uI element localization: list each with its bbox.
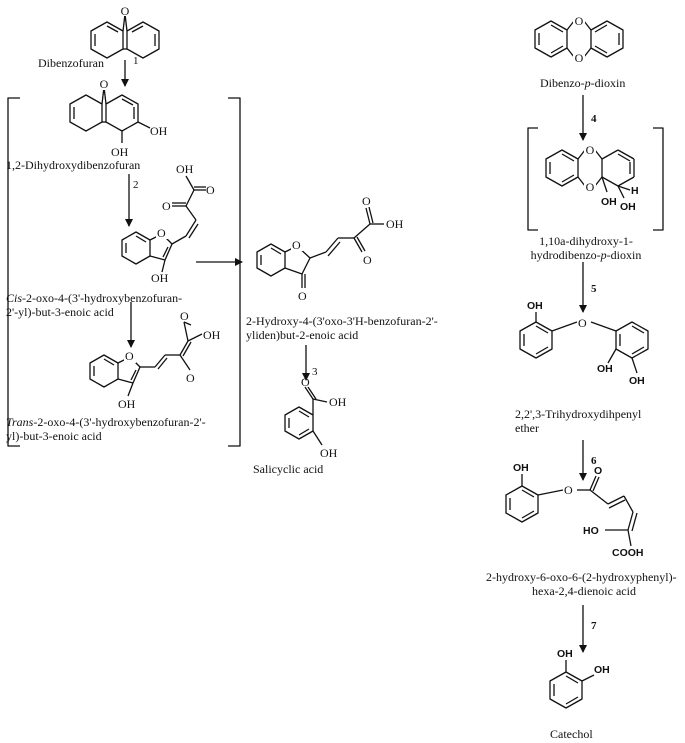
trans-o-keto-label: O: [186, 371, 195, 385]
salicylic-acid-label: Salicyclic acid: [253, 462, 324, 476]
trihydroxy-line2: ether: [515, 421, 539, 435]
dihydroxydibenzofuran-o-label: O: [100, 77, 109, 91]
trans-line1: -2-oxo-4-(3'-hydroxybenzofuran-2'-: [33, 415, 206, 429]
trans-prefix: Trans: [6, 415, 34, 429]
cis-line1: -2-oxo-4-(3'-hydroxybenzofuran-: [22, 291, 183, 305]
dioxin-name-part1: Dibenzo-: [540, 76, 585, 90]
mid-o-acid-label: O: [362, 194, 371, 208]
ether-oh-top-label: OH: [527, 300, 543, 312]
dienoic-line1: 2-hydroxy-6-oxo-6-(2-hydroxyphenyl)-: [486, 570, 677, 584]
dioxin-o-top-label: O: [575, 14, 584, 28]
dihydrodiol-oh1-label: OH: [601, 196, 617, 208]
dibenzofuran-o-label: O: [121, 4, 130, 18]
catechol-structure: [549, 660, 595, 709]
salicylic-oh-label: OH: [320, 446, 338, 460]
dihydrodiol-p: p: [600, 248, 607, 262]
cis-ring-o-label: O: [157, 226, 166, 240]
dihydroxydibenzofuran-oh2-label: OH: [150, 124, 168, 138]
dihydroxydibenzofuran-label: 1,2-Dihydroxydibenzofuran: [6, 158, 141, 172]
trihydroxydiphenyl-ether-label: 2,2',3-Trihydroxydihpenyl ether: [515, 407, 641, 435]
dihydrodiol-label: 1,10a-dihydroxy-1- hydrodibenzo-p-dioxin: [520, 234, 652, 262]
trihydroxydiphenyl-ether-structure: [519, 312, 649, 374]
atom-labels: O O OH OH OH O O O OH O OH O O OH O OH O…: [98, 4, 645, 676]
salicylic-acid-structure: [284, 386, 328, 446]
dihydroxydibenzofuran-oh1-label: OH: [111, 145, 129, 159]
trans-oh-label: OH: [118, 397, 136, 411]
left-bracket-open: [7, 97, 20, 447]
dienoic-o-keto-label: O: [594, 465, 602, 477]
ether-oh2-label: OH: [629, 375, 645, 387]
dibenzofuran-structure: [90, 13, 160, 59]
trans-ring-o-label: O: [125, 349, 134, 363]
dihydrodiol-line1: 1,10a-dihydroxy-1-: [539, 234, 633, 248]
step-6-label: 6: [591, 455, 597, 467]
step-3-label: 3: [312, 366, 318, 378]
dibenzo-p-dioxin-structure: [534, 20, 624, 58]
step-4-label: 4: [591, 113, 597, 125]
dihydrodiol-structure: [545, 149, 635, 199]
benzofuranyliden-acid-label: 2-Hydroxy-4-(3'oxo-3'H-benzofuran-2'-yli…: [246, 314, 438, 342]
salicylic-o-label: O: [301, 375, 310, 389]
step-7-label: 7: [591, 620, 597, 632]
dibenzofuran-label: Dibenzofuran: [38, 56, 104, 70]
dihydrodiol-o-bottom-label: O: [586, 180, 595, 194]
dibenzo-p-dioxin-label: Dibenzo-p-dioxin: [540, 76, 625, 90]
cis-o-acid-label: O: [206, 183, 215, 197]
mid-o-ketone-label: O: [298, 289, 307, 303]
dihydrodiol-oh2-label: OH: [620, 201, 636, 213]
dihydrodiol-h-label: H: [631, 185, 639, 197]
step-5-label: 5: [591, 283, 597, 295]
dihydrodiol-line2-part1: hydrodibenzo-: [530, 248, 601, 262]
cis-acid-label: Cis-2-oxo-4-(3'-hydroxybenzofuran- 2'-yl…: [6, 291, 182, 319]
dienoic-acid-structure: [505, 474, 638, 547]
dienoic-cooh-label: COOH: [612, 547, 644, 559]
catechol-oh-right-label: OH: [594, 664, 610, 676]
dioxin-name-part2: -dioxin: [590, 76, 626, 90]
mid-ring-o-label: O: [292, 238, 301, 252]
salicylic-oh-acid-label: OH: [329, 395, 347, 409]
cis-oh-acid-label: OH: [176, 162, 194, 176]
cis-o-keto-label: O: [162, 199, 171, 213]
catechol-label: Catechol: [550, 727, 593, 741]
dioxin-o-bottom-label: O: [575, 51, 584, 65]
dienoic-ho-label: HO: [583, 525, 599, 537]
trans-oh-acid-label: OH: [203, 328, 221, 342]
step-1-label: 1: [133, 55, 139, 67]
step-2-label: 2: [133, 179, 139, 191]
dihydrodiol-line2-part2: -dioxin: [606, 248, 642, 262]
ether-o-label: O: [578, 316, 587, 330]
dienoic-o-ester-label: O: [564, 483, 573, 497]
dienoic-oh-top-label: OH: [513, 462, 529, 474]
benzofuranyliden-acid-structure: [256, 206, 384, 288]
trans-o-acid-label: O: [180, 309, 189, 323]
right-bracket-open: [527, 127, 538, 231]
dihydroxydibenzofuran-structure: [69, 86, 151, 143]
cis-line2: 2'-yl)-but-3-enoic acid: [6, 305, 114, 319]
left-bracket-close: [228, 97, 241, 447]
dihydrodiol-o-top-label: O: [586, 143, 595, 157]
dioxin-name-p: p: [584, 76, 591, 90]
cis-prefix: Cis: [6, 291, 23, 305]
dienoic-acid-label: 2-hydroxy-6-oxo-6-(2-hydroxyphenyl)- hex…: [486, 570, 677, 598]
right-bracket-close: [653, 127, 664, 231]
trans-acid-label: Trans-2-oxo-4-(3'-hydroxybenzofuran-2'- …: [6, 415, 206, 443]
cis-oh-label: OH: [151, 271, 169, 285]
trans-acid-structure: [89, 321, 203, 397]
mid-oh-acid-label: OH: [386, 217, 404, 231]
dienoic-line2: hexa-2,4-dienoic acid: [532, 584, 636, 598]
ether-oh1-label: OH: [597, 363, 613, 375]
mid-o-keto-label: O: [363, 253, 372, 267]
trans-line2: yl)-but-3-enoic acid: [6, 429, 102, 443]
trihydroxy-line1: 2,2',3-Trihydroxydihpenyl: [515, 407, 642, 421]
catechol-oh-top-label: OH: [557, 648, 573, 660]
